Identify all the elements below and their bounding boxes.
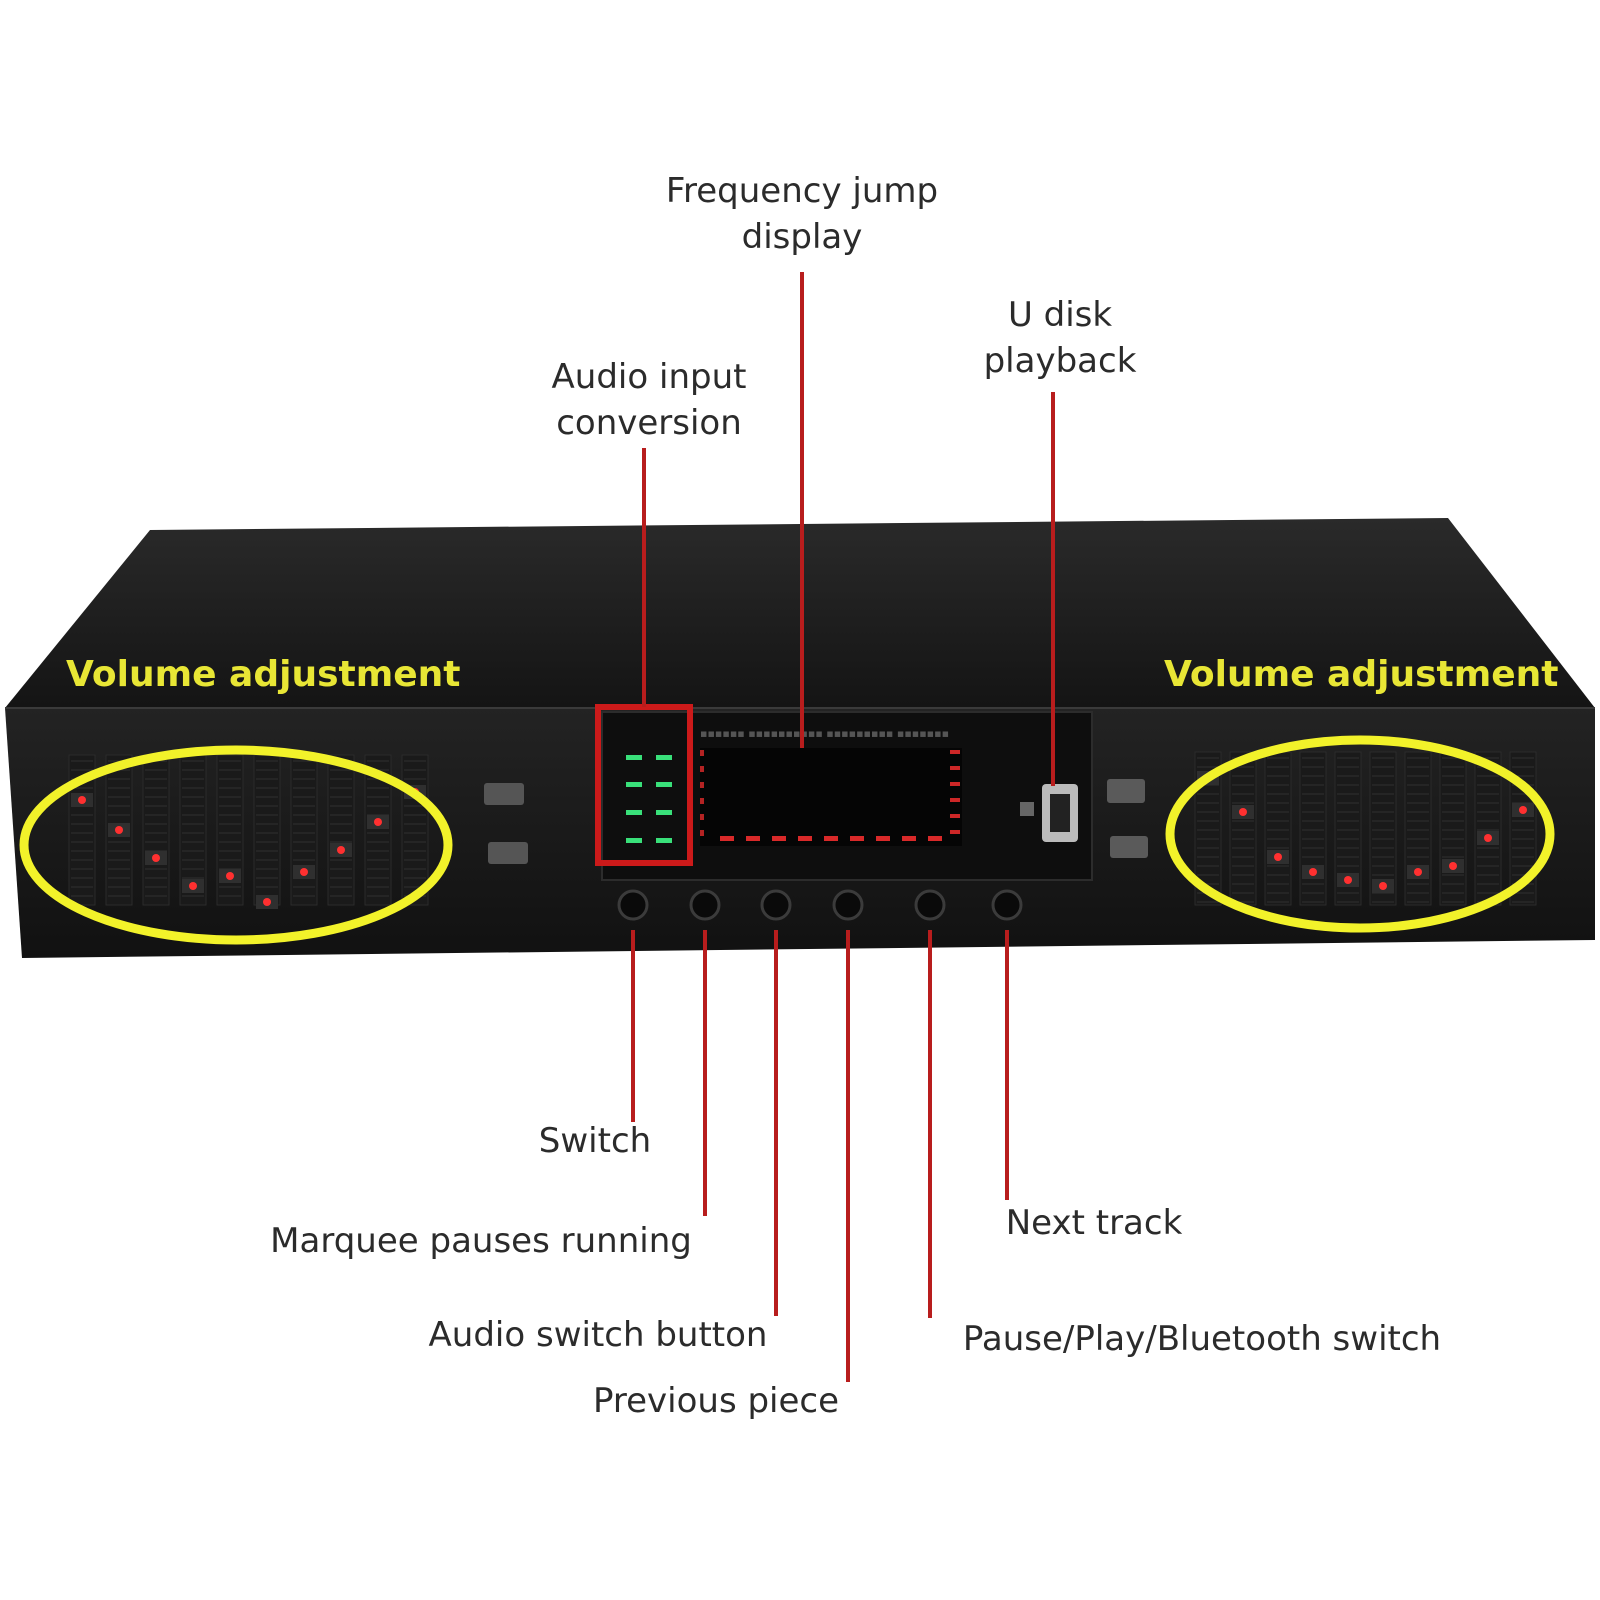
label-volume-right: Volume adjustment [1164,654,1559,695]
display-led [950,830,960,834]
left-fader-led [78,796,86,804]
label-audio-input-line2: conversion [556,403,742,443]
right-volume-highlight-ellipse [1165,735,1555,933]
input-indicator-led [656,755,672,760]
display-led [720,836,734,841]
display-led [950,782,960,786]
right-fader-led [1239,808,1247,816]
right-fader-slot [1264,751,1292,906]
display-led [700,814,704,820]
right-fader-led [1309,868,1317,876]
display-led [850,836,864,841]
label-u-disk-line2: playback [983,341,1137,381]
control-knob[interactable] [991,889,1023,921]
display-led [772,836,786,841]
label-u-disk: U disk playback [940,292,1180,384]
label-marquee: Marquee pauses running [270,1221,692,1261]
left-fader-bank [68,754,429,909]
input-indicator-led [656,838,672,843]
display-led [928,836,942,841]
left-volume-highlight-ellipse [19,745,453,945]
left-fader-led [337,846,345,854]
control-knob[interactable] [832,889,864,921]
left-fader-led [300,868,308,876]
left-fader-slot [290,754,318,906]
usb-port-icon[interactable] [1020,784,1078,842]
right-fader-led [1379,882,1387,890]
control-knob[interactable] [914,889,946,921]
left-fader-slot [401,754,429,906]
left-fader-led [374,818,382,826]
label-audio-input: Audio input conversion [494,354,804,446]
right-fader-led [1484,834,1492,842]
display-led [824,836,838,841]
left-fader-led [115,826,123,834]
display-led [700,782,704,788]
right-fader-led [1449,862,1457,870]
right-fader-slot [1229,751,1257,906]
left-fader-slot [142,754,170,906]
display-led [700,750,704,756]
left-upper-button[interactable] [484,783,524,805]
input-indicator-led [626,810,642,815]
display-led [950,766,960,770]
right-fader-led [1519,806,1527,814]
right-fader-led [1274,853,1282,861]
label-frequency-jump-line2: display [741,217,863,257]
control-knob[interactable] [760,889,792,921]
display-header-text: ▪▪▪▪▪▪ ▪▪▪▪▪▪▪▪▪▪ ▪▪▪▪▪▪▪▪▪ ▪▪▪▪▪▪▪ [700,727,949,740]
input-indicator-led [626,838,642,843]
left-lower-button[interactable] [488,842,528,864]
label-audio-input-line1: Audio input [551,357,747,397]
display-led [876,836,890,841]
left-fader-slot [327,754,355,906]
display-led [950,750,960,754]
frequency-display-frame [700,748,962,846]
right-fader-slot [1439,751,1467,906]
right-fader-slot [1474,751,1502,906]
input-indicator-led [656,782,672,787]
leader-lines [631,272,1055,1382]
display-led [700,830,704,836]
control-knob[interactable] [617,889,649,921]
display-led [798,836,812,841]
label-previous: Previous piece [592,1381,840,1421]
label-frequency-jump: Frequency jump display [602,168,1002,260]
label-switch: Switch [538,1121,652,1161]
control-knob[interactable] [689,889,721,921]
input-indicator-leds [626,755,672,843]
display-led [700,766,704,772]
left-fader-led [152,854,160,862]
display-led [950,798,960,802]
left-fader-slot [253,754,281,906]
right-fader-slot [1404,751,1432,906]
input-indicator-led [626,782,642,787]
right-fader-led [1344,876,1352,884]
input-indicator-led [626,755,642,760]
display-led [746,836,760,841]
display-led [700,798,704,804]
label-volume-left: Volume adjustment [66,654,461,695]
display-led [902,836,916,841]
right-lower-button[interactable] [1110,836,1148,858]
label-pause-play: Pause/Play/Bluetooth switch [962,1319,1442,1359]
display-led [950,814,960,818]
left-fader-led [189,882,197,890]
right-fader-led [1414,868,1422,876]
input-indicator-led [656,810,672,815]
label-u-disk-line1: U disk [1007,295,1113,335]
left-fader-led [263,898,271,906]
label-audio-switch: Audio switch button [428,1315,768,1355]
right-upper-button[interactable] [1107,779,1145,803]
control-knobs [617,889,1023,921]
label-frequency-jump-line1: Frequency jump [665,171,939,211]
left-fader-led [226,872,234,880]
label-next: Next track [1005,1203,1183,1243]
right-fader-slot [1299,751,1327,906]
equalizer-device: ▪▪▪▪▪▪ ▪▪▪▪▪▪▪▪▪▪ ▪▪▪▪▪▪▪▪▪ ▪▪▪▪▪▪▪ [5,518,1595,958]
display-leds [700,750,960,841]
